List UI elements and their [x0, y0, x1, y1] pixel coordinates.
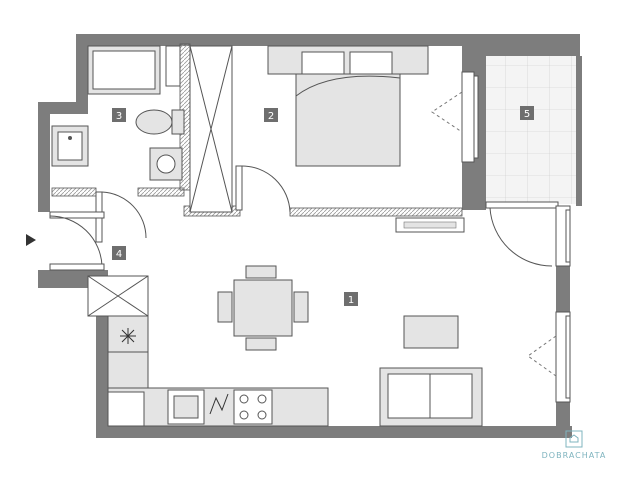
svg-text:4: 4	[116, 249, 122, 260]
svg-text:1: 1	[348, 295, 354, 306]
svg-text:5: 5	[524, 109, 530, 120]
wardrobe	[189, 45, 233, 213]
svg-text:2: 2	[268, 111, 274, 122]
washing-machine	[149, 147, 183, 181]
entrance-door	[49, 211, 105, 271]
bathtub	[87, 45, 161, 95]
balcony-door	[485, 201, 559, 267]
room-label-4: 4	[112, 246, 126, 260]
dishwasher-symbol-icon	[209, 393, 229, 415]
room-label-1: 1	[344, 292, 358, 306]
living-window-upper	[555, 205, 571, 267]
bathroom-sink	[51, 125, 89, 167]
bedroom-door	[235, 165, 291, 213]
fridge-symbol-icon	[120, 328, 136, 344]
entrance-arrow-icon	[26, 234, 36, 246]
bathroom-cabinet	[165, 45, 181, 87]
brand-logo: DOBRACHATA	[534, 430, 614, 460]
room-label-3: 3	[112, 108, 126, 122]
svg-text:3: 3	[116, 111, 122, 122]
brand-name: DOBRACHATA	[541, 451, 607, 460]
kitchen-counter	[107, 315, 329, 427]
house-logo-icon	[565, 430, 583, 448]
double-bed	[267, 45, 429, 167]
shoe-cabinet	[87, 275, 149, 317]
bedroom-balcony-window	[461, 71, 479, 163]
balcony-floor	[486, 56, 580, 204]
room-label-2: 2	[264, 108, 278, 122]
cooktop	[233, 389, 273, 425]
sofa	[379, 367, 483, 427]
coffee-table	[403, 315, 459, 349]
toilet	[135, 109, 185, 135]
dining-table	[217, 265, 309, 351]
room-label-5: 5	[520, 106, 534, 120]
living-window-lower	[555, 311, 571, 403]
